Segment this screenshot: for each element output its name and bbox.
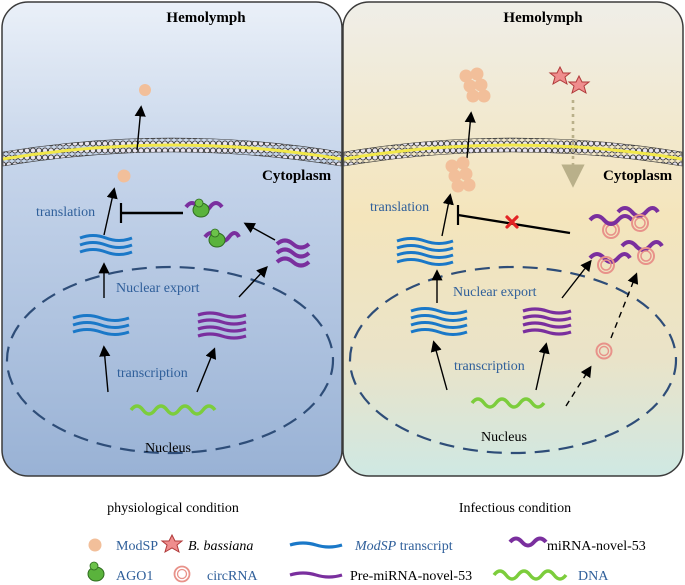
right-nucleus-label: Nucleus: [481, 430, 527, 445]
legend-modsp-transcript-label: ModSP transcript: [354, 539, 453, 554]
left-transcription-arrow-2: [196, 347, 217, 393]
right-translation-label: translation: [370, 200, 429, 215]
left-ago1-mirna-complex-2: [203, 228, 241, 248]
left-nucleus-envelope: [5, 265, 335, 455]
left-dna: [129, 404, 217, 416]
left-pre-mirna-nucleus: [197, 311, 247, 340]
right-modsp-transcript-cytoplasm: [396, 237, 454, 266]
left-nuclear-export-label: Nuclear export: [116, 281, 200, 296]
left-transcription-label: transcription: [117, 366, 188, 381]
left-modsp-transcript-cytoplasm: [79, 234, 133, 256]
right-transcription-arrow-1: [430, 340, 448, 391]
right-transcription-arrow-2: [535, 342, 550, 391]
right-blocked-x-mark: [505, 215, 519, 229]
right-circrna-biogenesis-arrow: [565, 365, 592, 407]
right-cell-membrane: [343, 137, 683, 167]
legend-ago1-label: AGO1: [116, 569, 153, 584]
left-modsp-intracellular: [117, 169, 131, 183]
right-panel: Hemolymph Cytoplasm: [342, 1, 684, 477]
left-nucleus-label: Nucleus: [145, 441, 191, 456]
left-export-arrow-premirna: [238, 265, 268, 298]
legend-modsp-transcript-icon: [289, 541, 343, 549]
left-mirna-cluster: [275, 238, 311, 268]
left-cell-membrane: [2, 137, 342, 167]
left-mirna-loading-arrow: [243, 222, 276, 241]
left-panel-background: [1, 1, 343, 477]
left-secretion-arrow: [134, 105, 146, 151]
right-mirna-circrna-complex-1: [588, 214, 634, 239]
legend-modsp-transcript-italic: ModSP: [354, 539, 397, 554]
right-nuclear-export-label: Nuclear export: [453, 285, 537, 300]
right-dna: [470, 397, 546, 409]
legend-pre-mirna-icon: [289, 571, 343, 579]
right-export-arrow-premirna: [561, 259, 592, 299]
right-modsp-intracellular-cluster: [445, 156, 476, 193]
left-panel: Hemolymph Cytoplasm translation: [1, 1, 343, 477]
legend-mirna-icon: [508, 536, 548, 548]
left-transcription-arrow-1: [99, 345, 111, 393]
right-translation-arrow: [441, 193, 454, 237]
legend-modsp-transcript-rest: transcript: [396, 539, 452, 554]
left-modsp-secreted: [139, 84, 151, 96]
right-pre-mirna-nucleus: [522, 307, 572, 336]
right-nucleus-envelope: [348, 265, 678, 455]
right-transcription-label: transcription: [454, 359, 525, 374]
right-circrna-export-arrow: [610, 272, 639, 339]
left-cytoplasm-label: Cytoplasm: [262, 168, 332, 184]
legend-b-bassiana-label: B. bassiana: [188, 539, 253, 554]
right-mirna-circrna-complex-2: [616, 206, 660, 232]
right-mirna-circrna-complex-4: [588, 252, 632, 274]
right-circrna-nucleus: [595, 342, 613, 360]
right-mirna-circrna-complex-3: [620, 240, 664, 265]
left-caption: physiological condition: [107, 501, 239, 516]
left-hemolymph-title: Hemolymph: [166, 10, 246, 26]
right-modsp-secreted-cluster: [459, 67, 491, 103]
legend-dna-icon: [492, 569, 568, 581]
legend-circrna-icon: [173, 565, 191, 583]
right-panel-background: [342, 1, 684, 477]
legend-ago1-icon: [87, 561, 105, 582]
left-translation-label: translation: [36, 205, 95, 220]
right-modsp-transcript-nucleus: [410, 307, 468, 336]
legend: ModSP B. bassiana ModSP transcript miRNA…: [87, 533, 646, 584]
legend-dna-label: DNA: [578, 569, 609, 584]
right-cytoplasm-label: Cytoplasm: [603, 168, 673, 184]
right-secretion-arrow: [464, 111, 476, 159]
legend-mirna-label: miRNA-novel-53: [547, 539, 646, 554]
left-modsp-transcript-nucleus: [72, 314, 130, 336]
legend-circrna-label: circRNA: [207, 569, 258, 584]
legend-modsp-icon: [88, 538, 102, 552]
legend-b-bassiana-icon: [160, 533, 184, 554]
legend-pre-mirna-label: Pre-miRNA-novel-53: [350, 569, 472, 584]
right-b-bassiana-stars: [548, 65, 591, 95]
left-ago1-mirna-complex-1: [184, 198, 224, 218]
right-hemolymph-title: Hemolymph: [503, 10, 583, 26]
legend-modsp-label: ModSP: [116, 539, 158, 554]
right-caption: Infectious condition: [459, 501, 571, 516]
left-translation-arrow: [103, 187, 118, 236]
